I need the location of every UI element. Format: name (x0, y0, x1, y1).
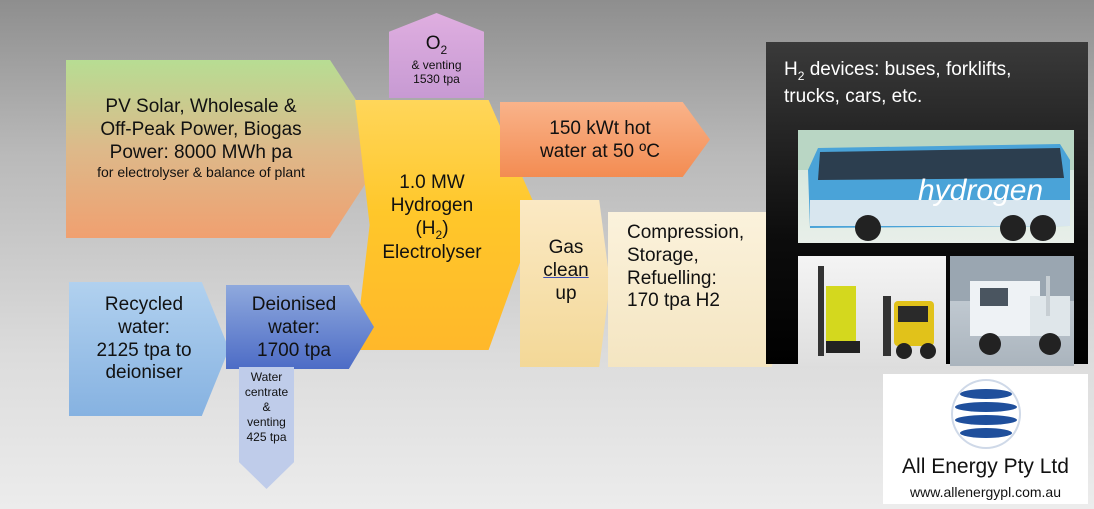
electrolyser-line-1: 1.0 MW (399, 172, 465, 193)
hot-water-line-2: water at 50 ºC (540, 140, 660, 162)
water-centrate-arrow: Water centrate & venting 425 tpa (239, 367, 294, 489)
centrate-line-4: venting (247, 415, 286, 429)
recycled-line-3: 2125 tpa to (96, 339, 192, 361)
deionised-water-label: Deionised water: 1700 tpa (226, 294, 362, 362)
compression-line-2: Storage, (627, 244, 699, 266)
hot-water-label: 150 kWt hot water at 50 ºC (520, 118, 680, 164)
recycled-line-1: Recycled (104, 294, 184, 315)
deionised-line-1: Deionised (251, 294, 337, 315)
compression-label: Compression, Storage, Refuelling: 170 tp… (627, 222, 777, 313)
centrate-line-2: centrate (244, 385, 289, 399)
deionised-water-arrow: Deionised water: 1700 tpa (226, 285, 374, 369)
oxygen-symbol: O (425, 33, 441, 54)
compression-line-1: Compression, (627, 222, 745, 243)
company-logo-block: All Energy Pty Ltd www.allenergypl.com.a… (883, 374, 1088, 504)
deionised-line-3: 1700 tpa (257, 339, 331, 361)
oxygen-subscript: 2 (440, 42, 448, 57)
oxygen-line-2: & venting (411, 58, 462, 72)
centrate-line-5: 425 tpa (246, 430, 287, 444)
power-line-2: Off-Peak Power, Biogas (100, 118, 302, 140)
devices-title-line-2: trucks, cars, etc. (784, 85, 923, 107)
centrate-line-1: Water (250, 370, 283, 384)
gas-line-1: Gas (548, 237, 584, 258)
devices-subscript: 2 (797, 68, 805, 83)
centrate-line-3: & (262, 400, 271, 414)
oxygen-formula: O2 (389, 33, 484, 57)
electrolyser-label: 1.0 MW Hydrogen (H2) Electrolyser (367, 172, 497, 265)
power-input-label: PV Solar, Wholesale & Off-Peak Power, Bi… (66, 96, 336, 181)
deionised-line-2: water: (268, 316, 320, 338)
power-line-1: PV Solar, Wholesale & (105, 96, 297, 117)
gas-line-3: up (555, 282, 577, 304)
compression-line-3: Refuelling: (627, 267, 717, 289)
bus-illustration: hydrogen (798, 130, 1074, 241)
company-url[interactable]: www.allenergypl.com.au (910, 484, 1061, 500)
power-line-4: for electrolyser & balance of plant (97, 164, 305, 181)
power-line-3: Power: 8000 MWh pa (109, 141, 293, 163)
h2-suffix: ) (442, 217, 449, 239)
gas-cleanup-arrow: Gas clean up (520, 200, 610, 367)
h2-devices-title: H2 devices: buses, forklifts, trucks, ca… (784, 57, 1074, 110)
recycled-water-label: Recycled water: 2125 tpa to deioniser (69, 294, 219, 385)
h2-prefix: (H (415, 217, 436, 239)
hot-water-arrow: 150 kWt hot water at 50 ºC (500, 102, 710, 177)
gas-line-2: clean (543, 259, 589, 281)
bus-hydrogen-text: hydrogen (918, 174, 1043, 207)
truck-image (950, 256, 1074, 366)
h2-subscript: 2 (435, 227, 443, 242)
power-input-arrow: PV Solar, Wholesale & Off-Peak Power, Bi… (66, 60, 388, 238)
compression-arrow: Compression, Storage, Refuelling: 170 tp… (608, 212, 794, 367)
water-centrate-label: Water centrate & venting 425 tpa (239, 370, 294, 445)
globe-logo-icon (951, 379, 1021, 449)
gas-cleanup-label: Gas clean up (520, 237, 610, 305)
forklift-illustration (818, 266, 936, 359)
oxygen-line-3: 1530 tpa (413, 72, 460, 87)
devices-h: H (784, 59, 798, 80)
devices-title-line-1: H2 devices: buses, forklifts, (784, 57, 1074, 84)
truck-illustration (950, 256, 1074, 355)
recycled-line-2: water: (118, 316, 170, 338)
electrolyser-line-3: (H2) (367, 218, 497, 242)
devices-title-rest: devices: buses, forklifts, (804, 59, 1012, 80)
compression-line-4: 170 tpa H2 (627, 290, 720, 312)
oxygen-arrow: O2 & venting 1530 tpa (389, 13, 484, 98)
forklift-image (798, 256, 946, 366)
recycled-line-4: deioniser (105, 362, 183, 384)
recycled-water-arrow: Recycled water: 2125 tpa to deioniser (69, 282, 229, 416)
electrolyser-line-4: Electrolyser (382, 241, 482, 263)
hydrogen-bus-image: hydrogen (798, 130, 1074, 243)
hot-water-line-1: 150 kWt hot (549, 118, 651, 139)
company-name: All Energy Pty Ltd (902, 455, 1069, 478)
electrolyser-line-2: Hydrogen (390, 194, 474, 216)
oxygen-detail: & venting 1530 tpa (389, 58, 484, 87)
